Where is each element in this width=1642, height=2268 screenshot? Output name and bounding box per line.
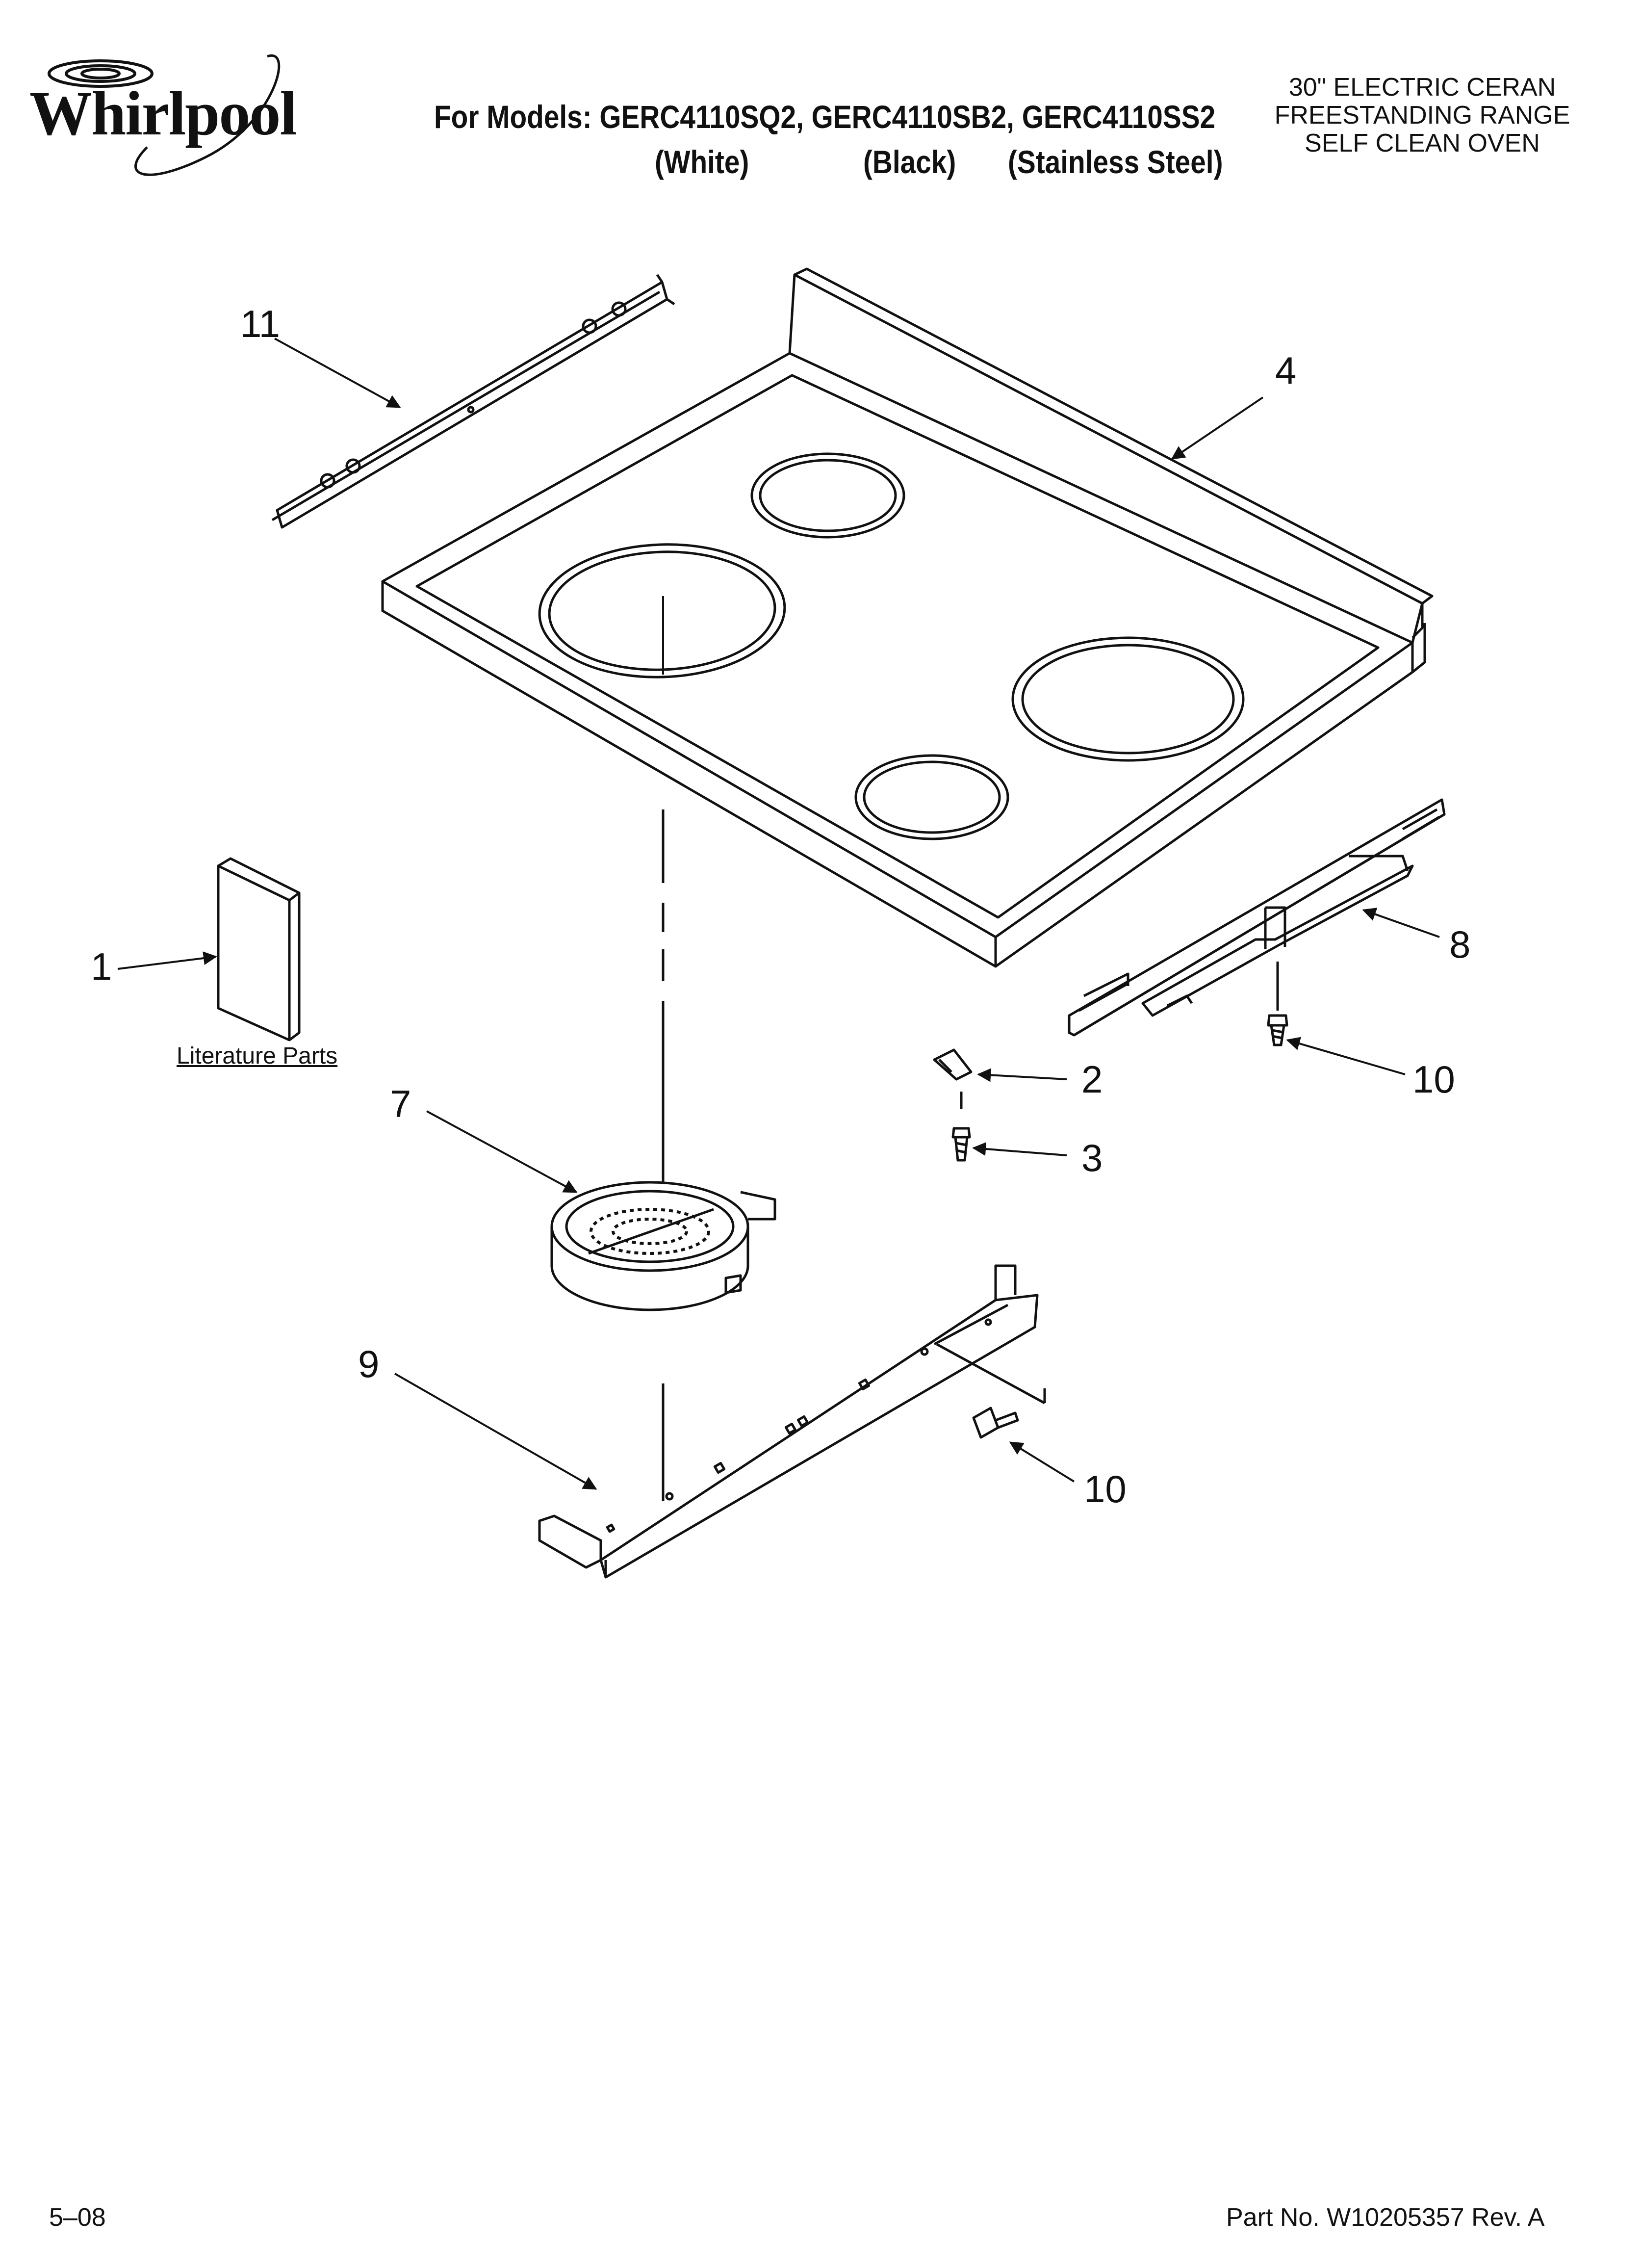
- front-bracket: [1068, 798, 1446, 1037]
- lower-bracket: [538, 1264, 1046, 1579]
- variant-stainless: (Stainless Steel): [1008, 144, 1223, 180]
- description-line-2: FREESTANDING RANGE: [1274, 101, 1570, 130]
- description-line-3: SELF CLEAN OVEN: [1305, 129, 1540, 157]
- callout-7: 7: [390, 1082, 411, 1125]
- clip-screw: [951, 1127, 971, 1162]
- radiant-element: [550, 1181, 776, 1311]
- callout-8: 8: [1449, 923, 1471, 966]
- footer-date: 5–08: [49, 2203, 106, 2232]
- description-line-1: 30" ELECTRIC CERAN: [1288, 73, 1556, 102]
- callout-3: 3: [1081, 1136, 1103, 1179]
- variant-white: (White): [655, 144, 749, 180]
- cooktop-main-top: [381, 267, 1434, 968]
- literature-parts-label: Literature Parts: [177, 1043, 338, 1069]
- retaining-clip: [933, 1048, 973, 1109]
- callout-2: 2: [1081, 1058, 1103, 1101]
- product-description: 30" ELECTRIC CERAN FREESTANDING RANGE SE…: [1256, 74, 1589, 157]
- literature-booklet: [217, 857, 301, 1042]
- callout-9: 9: [358, 1342, 380, 1385]
- footer-part-number: Part No. W10205357 Rev. A: [1226, 2203, 1545, 2232]
- brand-name: Whirlpool: [29, 78, 297, 148]
- callout-10-upper: 10: [1412, 1058, 1455, 1101]
- models-line: For Models: GERC4110SQ2, GERC4110SB2, GE…: [434, 99, 1216, 135]
- variant-black: (Black): [863, 144, 956, 180]
- callout-10-lower: 10: [1084, 1467, 1127, 1511]
- callout-leaders: [117, 338, 1440, 1490]
- rear-trim-strip: [271, 274, 675, 529]
- screw-lower: [972, 1407, 1019, 1439]
- callout-11: 11: [240, 302, 280, 345]
- screw-upper: [1267, 962, 1288, 1046]
- callout-1: 1: [91, 945, 112, 988]
- callout-4: 4: [1275, 349, 1297, 392]
